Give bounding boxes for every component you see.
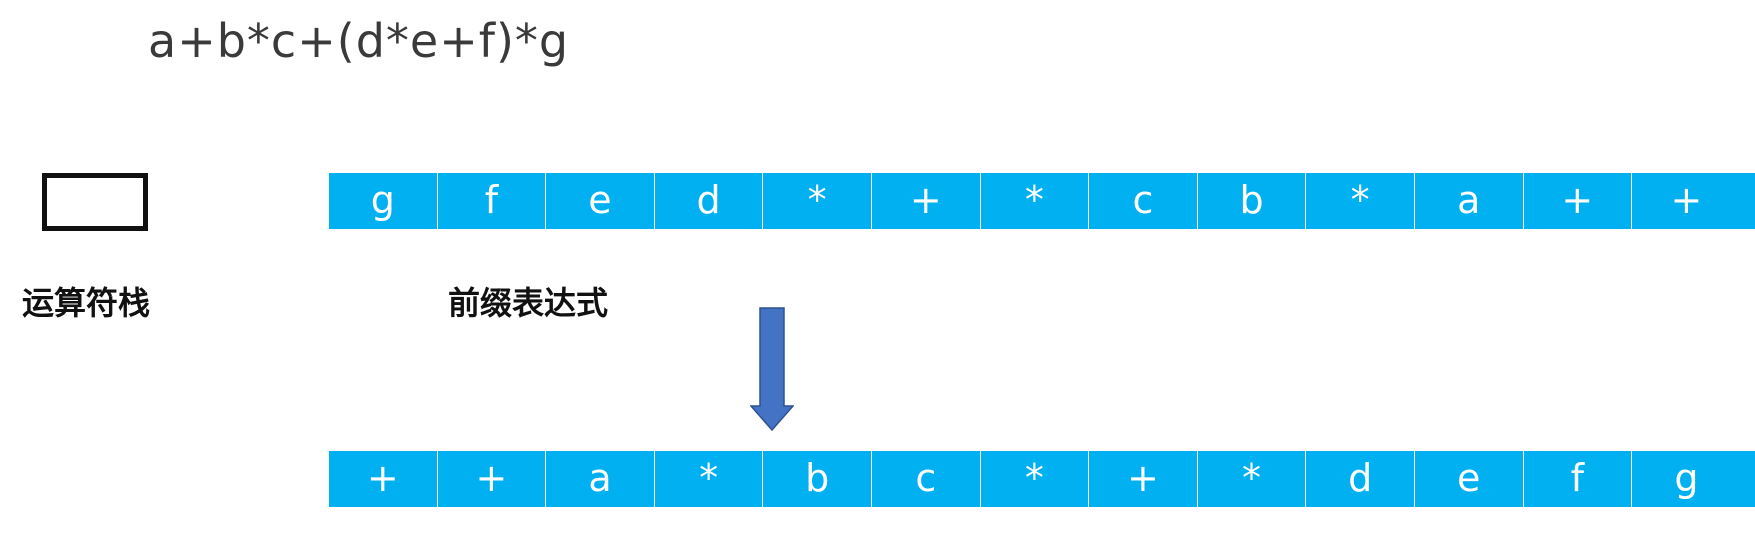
top-cell: * xyxy=(763,173,872,229)
reversed-expression-row: g f e d * + * c b * a + + xyxy=(329,173,1755,229)
bottom-cell: * xyxy=(1198,451,1307,507)
bottom-cell: e xyxy=(1415,451,1524,507)
prefix-expression-label: 前缀表达式 xyxy=(448,284,609,322)
bottom-cell: d xyxy=(1306,451,1415,507)
top-cell: * xyxy=(981,173,1090,229)
top-cell: b xyxy=(1198,173,1307,229)
top-cell: + xyxy=(1524,173,1633,229)
operator-stack-label: 运算符栈 xyxy=(22,284,151,322)
bottom-cell: + xyxy=(1089,451,1198,507)
bottom-cell: f xyxy=(1524,451,1633,507)
bottom-cell: g xyxy=(1674,456,1699,500)
bottom-cell: * xyxy=(981,451,1090,507)
top-cell: f xyxy=(438,173,547,229)
bottom-cell: + xyxy=(438,451,547,507)
down-arrow-icon xyxy=(750,307,794,431)
top-cell: d xyxy=(655,173,764,229)
top-cell: g xyxy=(329,173,438,229)
top-cell: c xyxy=(1089,173,1198,229)
prefix-expression-row: + + a * b c * + * d e f g xyxy=(329,451,1755,507)
bottom-cell: a xyxy=(546,451,655,507)
bottom-cell: * xyxy=(655,451,764,507)
top-cell: * xyxy=(1306,173,1415,229)
bottom-cell: b xyxy=(763,451,872,507)
infix-expression: a+b*c+(d*e+f)*g xyxy=(148,14,570,68)
bottom-cell: c xyxy=(872,451,981,507)
top-cell: e xyxy=(546,173,655,229)
operator-stack-box xyxy=(42,173,148,231)
top-cell: + xyxy=(872,173,981,229)
top-cell: a xyxy=(1415,173,1524,229)
bottom-cell: + xyxy=(329,451,438,507)
top-cell: + xyxy=(1670,178,1703,222)
